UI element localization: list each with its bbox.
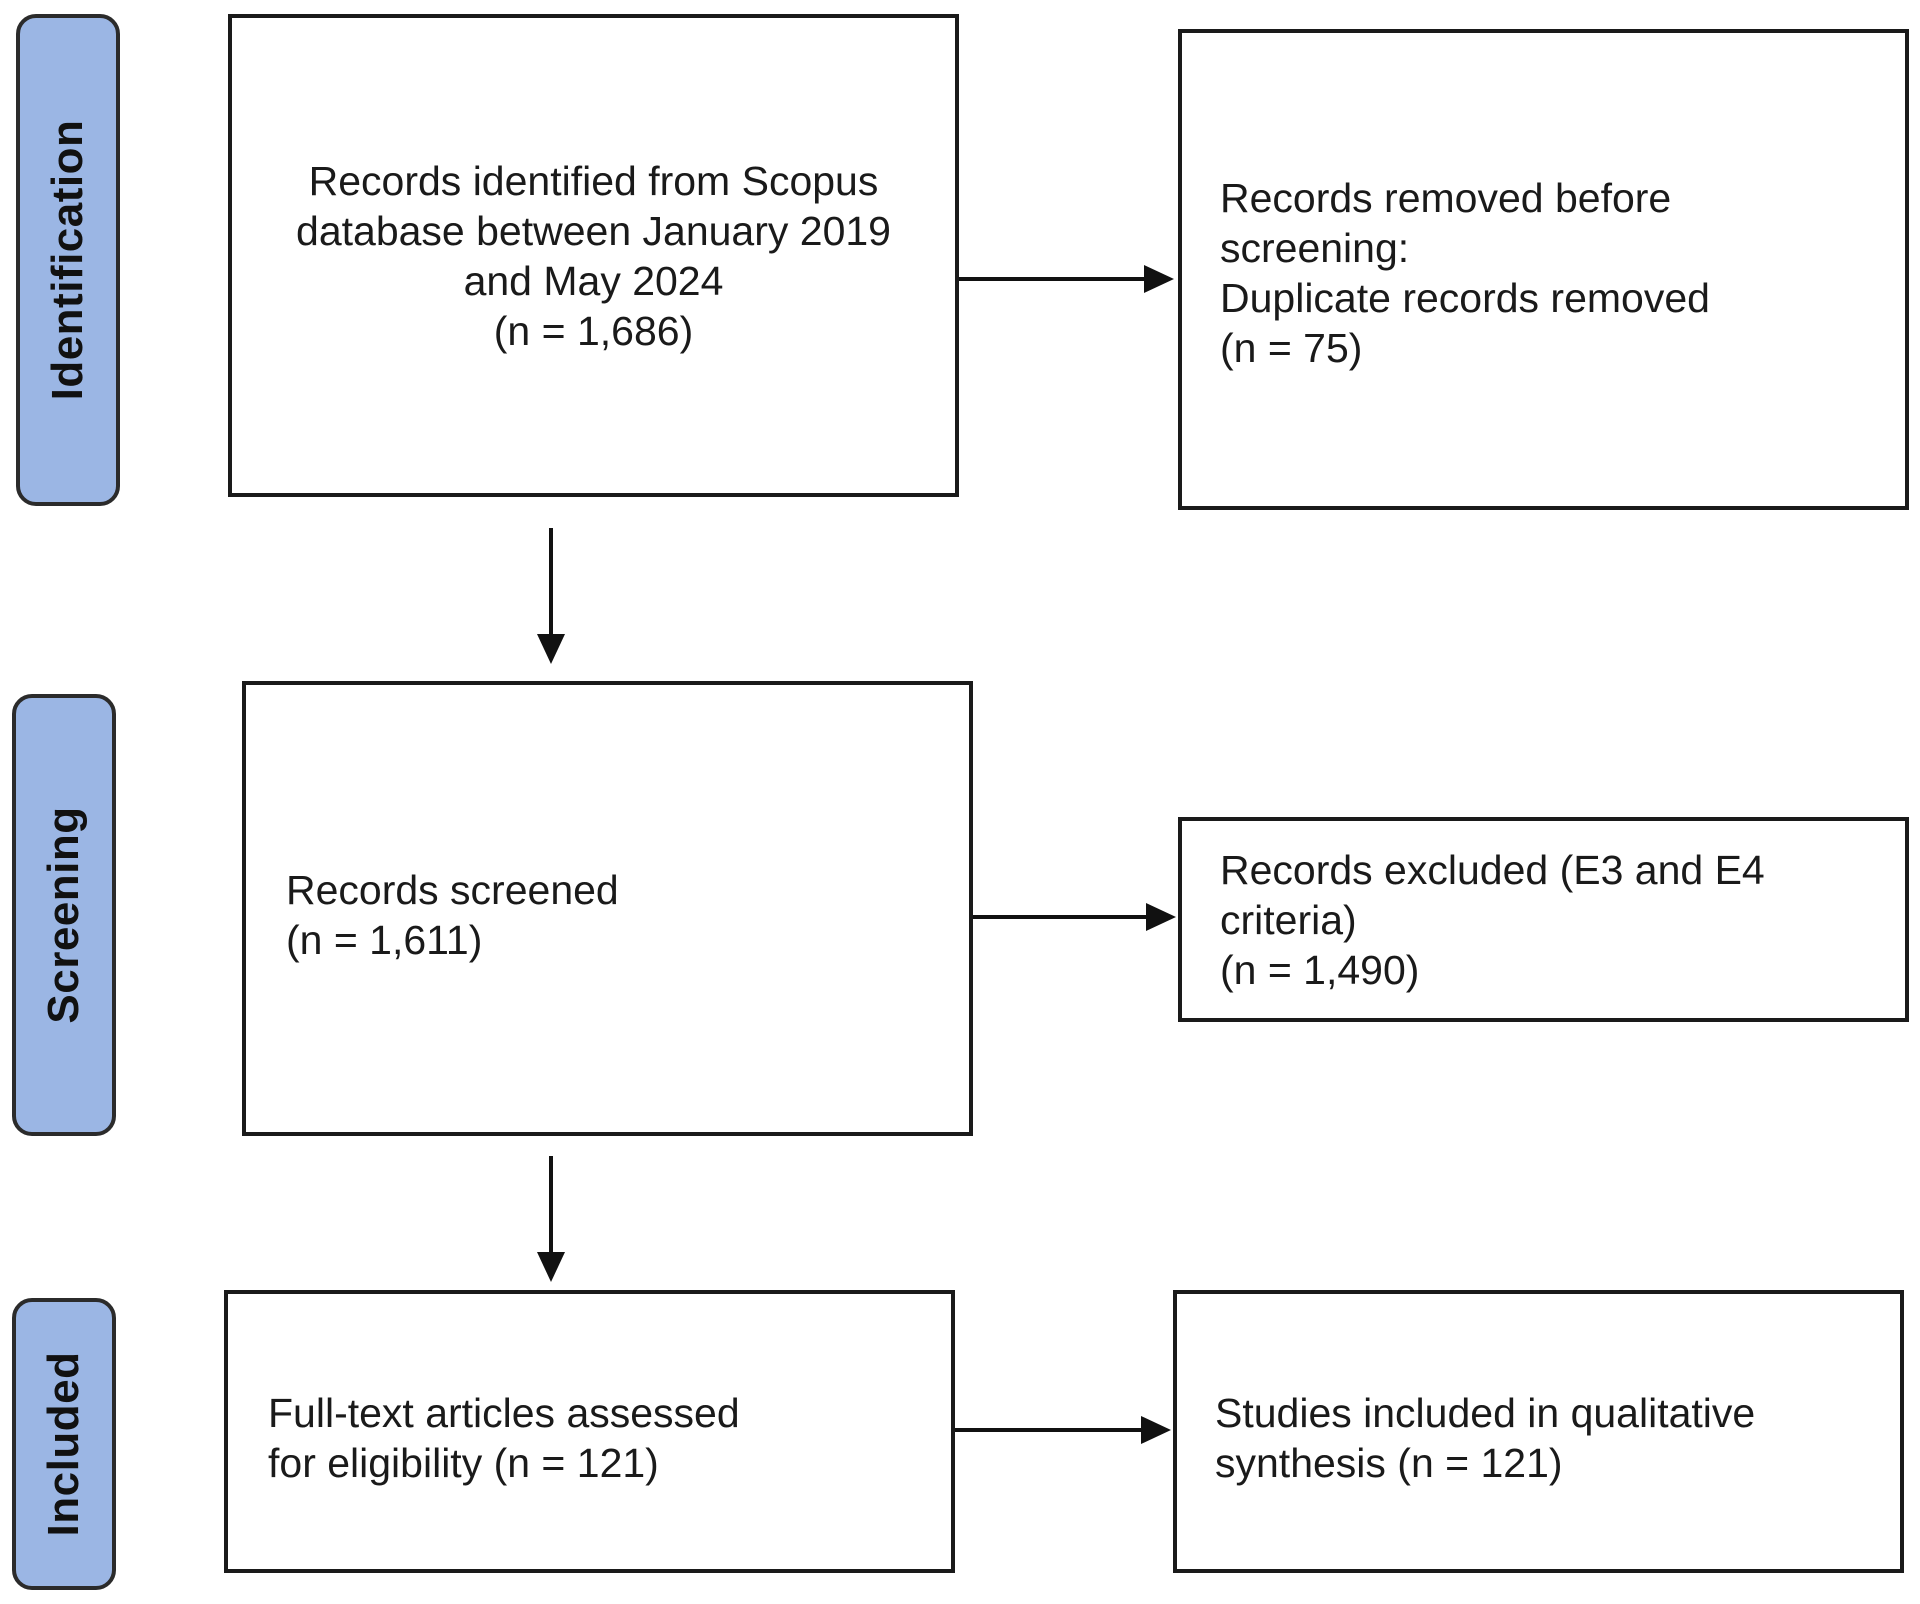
- records-excluded-box: Records excluded (E3 and E4 criteria) (n…: [1178, 817, 1909, 1022]
- records-identified-text: Records identified from Scopus database …: [296, 158, 891, 354]
- arrow-identified-to-removed: [959, 265, 1174, 293]
- records-removed-box: Records removed before screening: Duplic…: [1178, 29, 1909, 510]
- arrow-screened-to-full-text: [537, 1156, 565, 1282]
- records-screened-box: Records screened (n = 1,611): [242, 681, 973, 1136]
- arrow-identified-to-screened: [537, 528, 565, 664]
- studies-included-text: Studies included in qualitative synthesi…: [1215, 1390, 1756, 1486]
- full-text-assessed-box: Full-text articles assessed for eligibil…: [224, 1290, 955, 1573]
- arrow-screened-to-excluded: [973, 903, 1176, 931]
- records-screened-text: Records screened (n = 1,611): [286, 867, 619, 963]
- studies-included-box: Studies included in qualitative synthesi…: [1173, 1290, 1904, 1573]
- stage-tab-identification: Identification: [16, 14, 120, 506]
- stage-tab-included: Included: [12, 1298, 116, 1590]
- arrow-full-text-to-studies-included: [955, 1416, 1171, 1444]
- full-text-assessed-text: Full-text articles assessed for eligibil…: [268, 1390, 740, 1486]
- records-identified-box: Records identified from Scopus database …: [228, 14, 959, 497]
- records-excluded-text: Records excluded (E3 and E4 criteria) (n…: [1220, 847, 1765, 993]
- records-removed-text: Records removed before screening: Duplic…: [1220, 175, 1710, 371]
- stage-tab-screening: Screening: [12, 694, 116, 1136]
